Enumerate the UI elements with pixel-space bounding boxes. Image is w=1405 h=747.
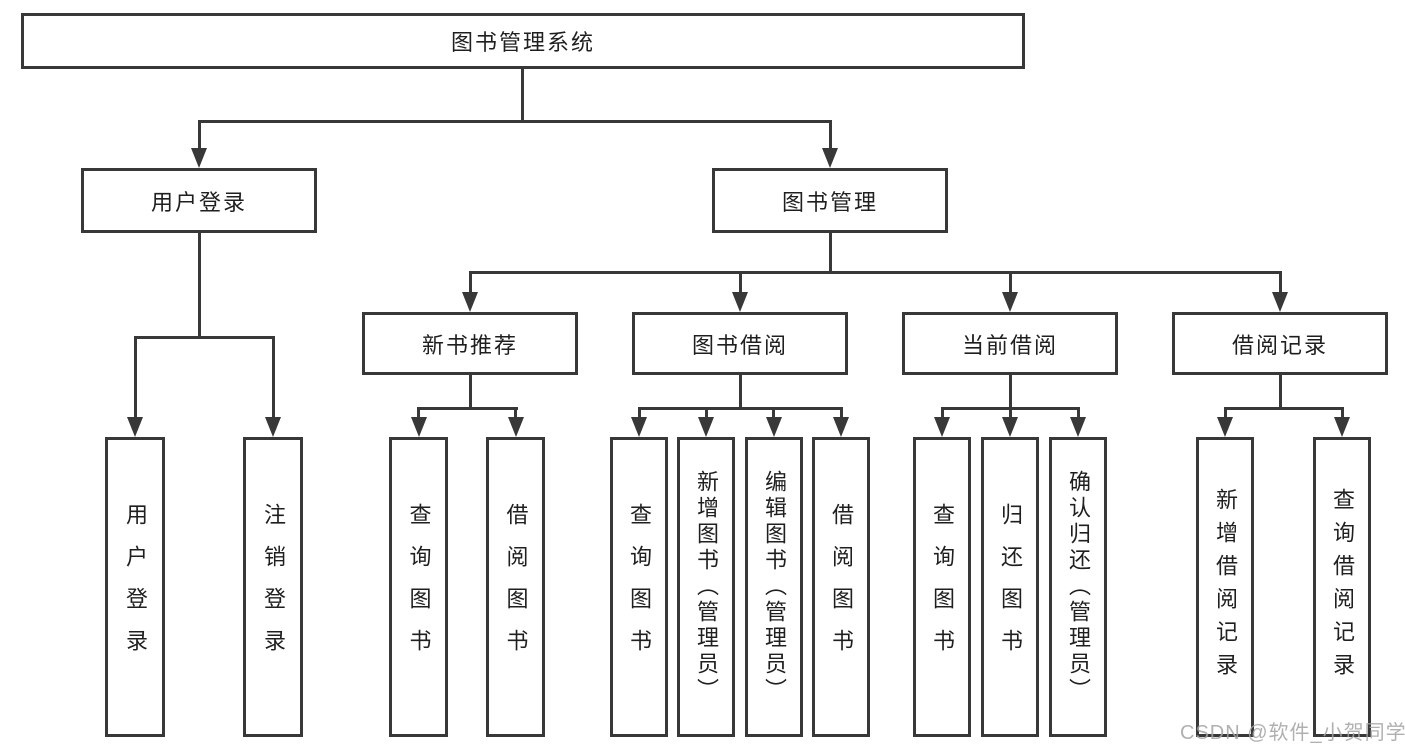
leaf-query-books: 查询图书 (610, 437, 668, 737)
leaf-label: 用户登录 (123, 503, 148, 671)
arrowhead-icon (631, 417, 647, 437)
arrowhead-icon (1217, 417, 1233, 437)
connector-leaf-drop (840, 407, 843, 419)
leaf-label: 查询图书 (930, 503, 955, 671)
leaf-label: 注销登录 (261, 503, 286, 671)
connector-leaf-drop (1077, 407, 1080, 419)
leaf-label: 归还图书 (998, 503, 1023, 671)
leaf-add-book-admin: 新增图书（管理员） (677, 437, 735, 737)
leaf-label: 新增图书（管理员） (694, 470, 719, 704)
connector-leaf-drop (417, 407, 420, 419)
node-book-borrow: 图书借阅 (632, 312, 848, 375)
node-label: 当前借阅 (961, 332, 1058, 358)
connector-leaf-drop (941, 407, 944, 419)
node-label: 图书管理 (781, 189, 878, 215)
leaf-query-books: 查询图书 (389, 437, 448, 737)
connector-sec1-stem (739, 375, 742, 409)
node-root: 图书管理系统 (21, 13, 1025, 69)
node-current-borrow: 当前借阅 (902, 312, 1118, 375)
leaf-borrow-books: 借阅图书 (486, 437, 545, 737)
connector-login-stem (198, 233, 201, 339)
connector-root-branch (198, 120, 832, 123)
connector-sec2-stem (1009, 375, 1012, 409)
arrowhead-icon (1272, 292, 1288, 312)
connector-mgmt-stem (829, 233, 832, 274)
node-book-management: 图书管理 (712, 168, 948, 233)
connector-login-drop (198, 120, 201, 150)
arrowhead-icon (462, 292, 478, 312)
connector-sec1-branch (638, 407, 843, 410)
connector-sec3-branch (1224, 407, 1344, 410)
connector-mgmt-drop (829, 120, 832, 150)
leaf-label: 查询图书 (406, 503, 432, 671)
leaf-edit-book-admin: 编辑图书（管理员） (745, 437, 803, 737)
connector-section-drop (739, 271, 742, 294)
leaf-confirm-return-admin: 确认归还（管理员） (1049, 437, 1107, 737)
leaf-query-books: 查询图书 (913, 437, 971, 737)
arrowhead-icon (833, 417, 849, 437)
node-borrow-records: 借阅记录 (1172, 312, 1388, 375)
connector-section-drop (1279, 271, 1282, 294)
arrowhead-icon (1002, 292, 1018, 312)
node-label: 新书推荐 (421, 332, 518, 358)
leaf-label: 查询图书 (627, 503, 652, 671)
connector-leaf-drop (1009, 407, 1012, 419)
arrowhead-icon (698, 417, 714, 437)
connector-section-drop (1009, 271, 1012, 294)
node-label: 图书借阅 (691, 332, 788, 358)
connector-leaf-drop (638, 407, 641, 419)
leaf-add-borrow-record: 新增借阅记录 (1196, 437, 1254, 737)
node-label: 用户登录 (150, 189, 247, 215)
node-user-login: 用户登录 (81, 168, 317, 233)
arrowhead-icon (934, 417, 950, 437)
connector-root-stem (521, 69, 524, 123)
leaf-return-books: 归还图书 (981, 437, 1039, 737)
leaf-label: 新增借阅记录 (1213, 488, 1238, 686)
connector-leaf-drop (1341, 407, 1344, 419)
arrowhead-icon (1070, 417, 1086, 437)
leaf-label: 确认归还（管理员） (1066, 470, 1091, 704)
connector-leaf-drop (705, 407, 708, 419)
connector-sec3-stem (1279, 375, 1282, 409)
arrowhead-icon (732, 292, 748, 312)
arrowhead-icon (265, 417, 281, 437)
connector-mgmt-branch (469, 271, 1282, 274)
arrowhead-icon (411, 417, 427, 437)
arrowhead-icon (127, 417, 143, 437)
node-label: 图书管理系统 (450, 30, 595, 55)
leaf-label: 借阅图书 (503, 503, 529, 671)
connector-login-branch (134, 336, 275, 339)
connector-login-leaf-drop (272, 336, 275, 419)
leaf-borrow-books: 借阅图书 (812, 437, 870, 737)
leaf-query-borrow-record: 查询借阅记录 (1313, 437, 1371, 737)
arrowhead-icon (191, 148, 207, 168)
leaf-user-login: 用户登录 (105, 437, 165, 737)
arrowhead-icon (508, 417, 524, 437)
node-new-book-recommend: 新书推荐 (362, 312, 578, 375)
leaf-label: 查询借阅记录 (1330, 488, 1355, 686)
leaf-logout: 注销登录 (243, 437, 303, 737)
connector-leaf-drop (772, 407, 775, 419)
connector-leaf-drop (514, 407, 517, 419)
arrowhead-icon (766, 417, 782, 437)
leaf-label: 借阅图书 (829, 503, 854, 671)
csdn-watermark: CSDN @软件_小贺同学 (1180, 722, 1405, 744)
connector-sec0-stem (469, 375, 472, 409)
leaf-label: 编辑图书（管理员） (762, 470, 787, 704)
connector-sec0-branch (417, 407, 518, 410)
arrowhead-icon (1334, 417, 1350, 437)
connector-leaf-drop (1224, 407, 1227, 419)
arrowhead-icon (822, 148, 838, 168)
node-label: 借阅记录 (1231, 332, 1328, 358)
connector-login-leaf-drop (134, 336, 137, 419)
arrowhead-icon (1002, 417, 1018, 437)
connector-section-drop (469, 271, 472, 294)
